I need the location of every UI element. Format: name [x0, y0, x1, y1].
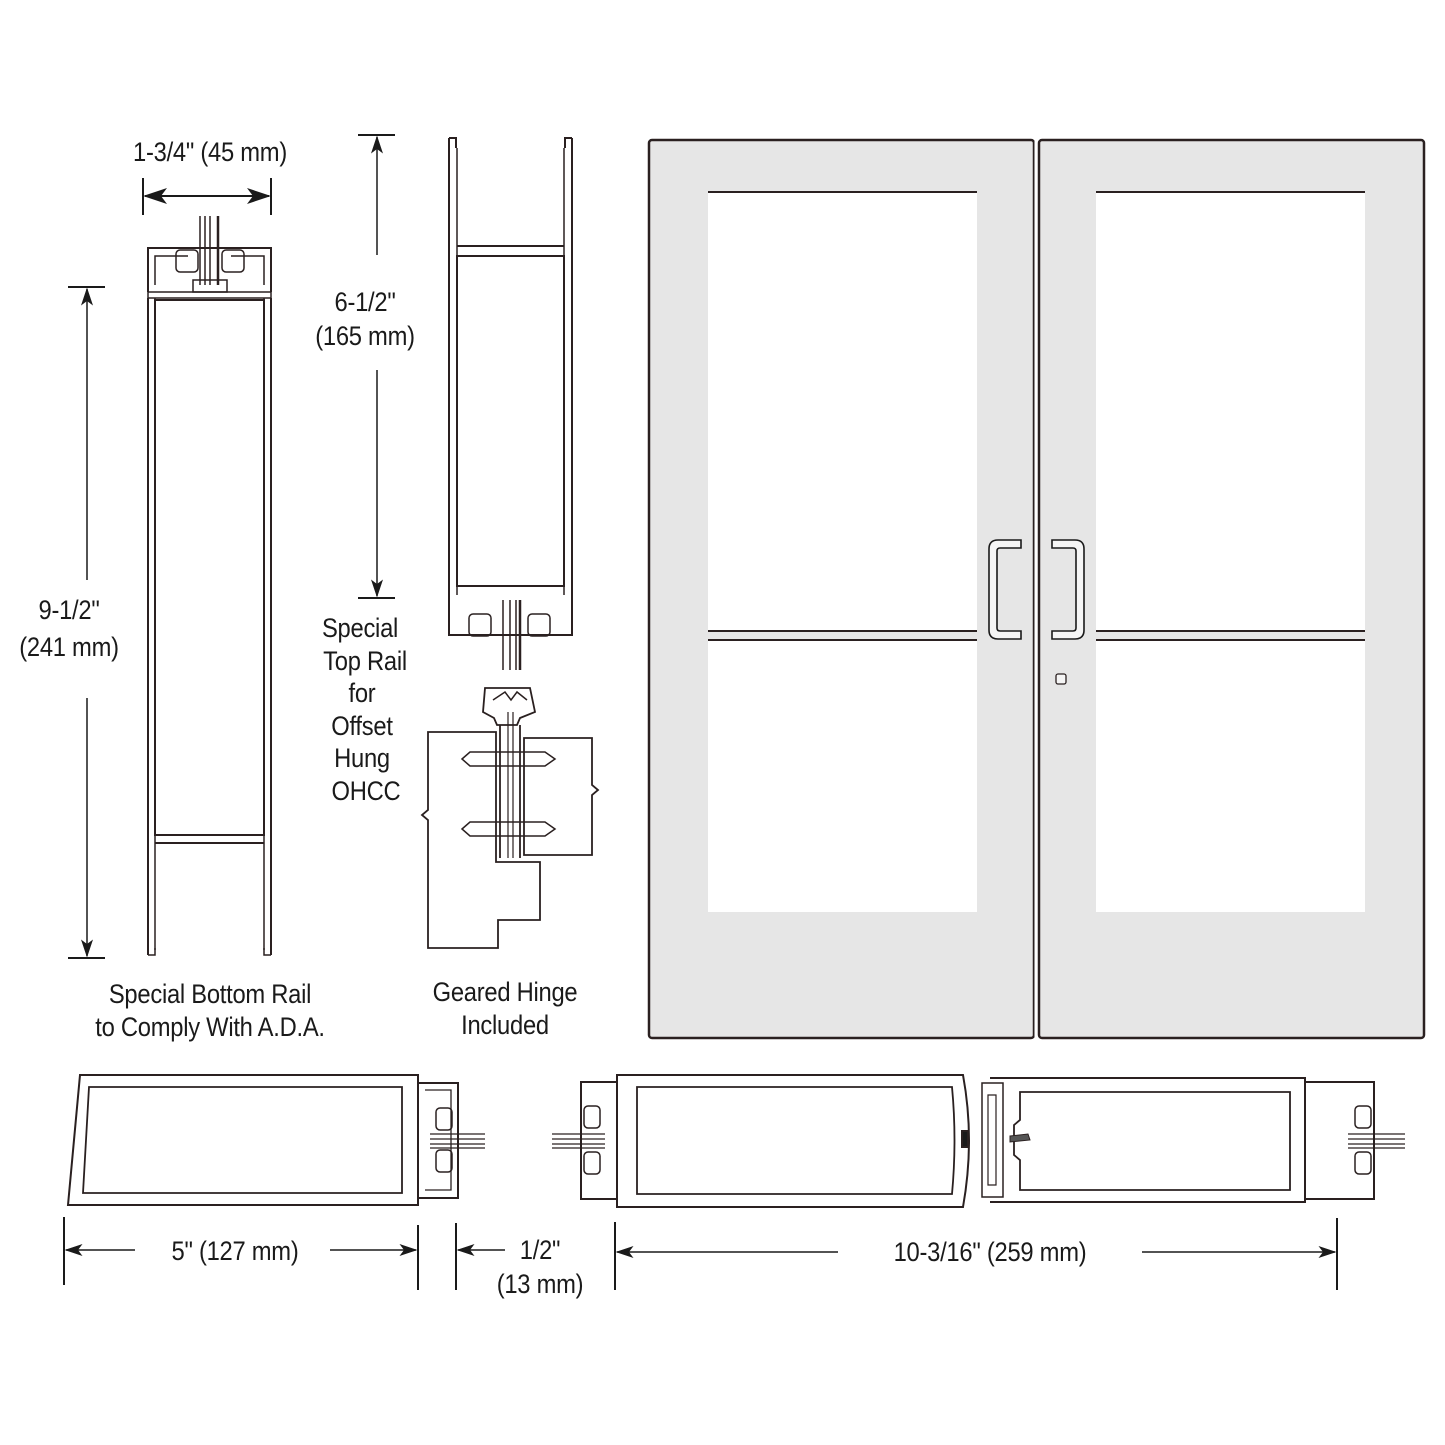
double-door-elevation: [647, 138, 1426, 1040]
top-rail-section: [358, 134, 573, 670]
left-upper-glass: [708, 192, 977, 631]
right-upper-glass: [1096, 192, 1365, 631]
geared-hinge-detail: [420, 687, 600, 949]
bottom-rail-height-inches: 9-1/2": [38, 595, 100, 625]
left-lower-glass: [708, 640, 977, 912]
d-pull-handle-icon-left: [988, 539, 1022, 640]
bottom-rail-height-mm: (241 mm): [19, 632, 119, 662]
d-pull-handle-icon-right: [1051, 539, 1085, 640]
meeting-stile-plan-section: [552, 1074, 1405, 1290]
bottom-rail-section: [68, 178, 272, 959]
top-rail-height-mm: (165 mm): [315, 321, 415, 351]
hinge-stile-plan-section: [63, 1074, 505, 1290]
top-rail-height-inches: 6-1/2": [334, 287, 396, 317]
gap-dimension-inches: 1/2": [519, 1235, 561, 1265]
thumbturn-lock-icon: [1055, 673, 1067, 685]
stile-width-dimension: 1-3/4" (45 mm): [133, 137, 287, 167]
meeting-stile-width-dimension: 10-3/16" (259 mm): [893, 1237, 1087, 1267]
right-lower-glass: [1096, 640, 1365, 912]
gap-dimension-mm: (13 mm): [496, 1269, 584, 1299]
hinge-stile-width-dimension: 5" (127 mm): [171, 1236, 299, 1266]
